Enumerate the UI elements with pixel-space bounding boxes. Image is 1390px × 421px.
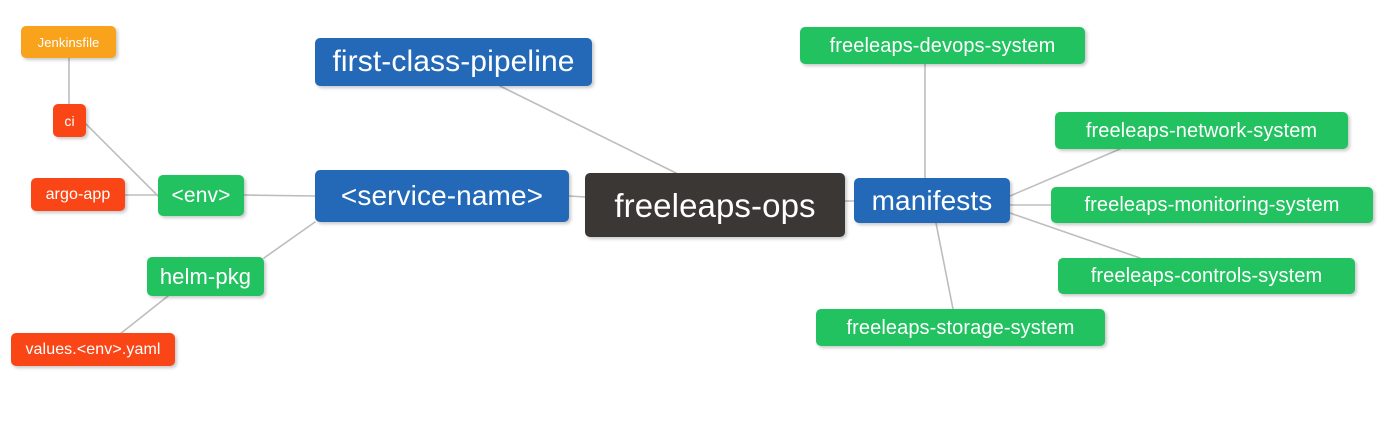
edge-first-class-pipeline-to-freeleaps-ops: [499, 85, 677, 174]
node-manifests[interactable]: manifests: [854, 178, 1010, 223]
node-freeleaps-storage-system[interactable]: freeleaps-storage-system: [816, 309, 1105, 346]
node-freeleaps-monitoring-system[interactable]: freeleaps-monitoring-system: [1051, 187, 1373, 223]
edge-service-name-to-freeleaps-ops: [568, 195, 586, 198]
node-label-helm-pkg: helm-pkg: [159, 263, 252, 289]
edge-helm-pkg-to-values-yaml: [119, 295, 169, 335]
node-label-manifests: manifests: [871, 184, 993, 216]
edge-manifests-to-freeleaps-storage-system: [935, 222, 954, 310]
node-label-freeleaps-monitoring-system: freeleaps-monitoring-system: [1084, 194, 1340, 216]
node-label-freeleaps-network-system: freeleaps-network-system: [1085, 119, 1318, 142]
node-values-yaml[interactable]: values.<env>.yaml: [11, 333, 175, 366]
node-label-freeleaps-devops-system: freeleaps-devops-system: [829, 34, 1056, 57]
node-label-freeleaps-controls-system: freeleaps-controls-system: [1090, 265, 1323, 287]
node-label-values-yaml: values.<env>.yaml: [25, 340, 161, 358]
node-label-freeleaps-storage-system: freeleaps-storage-system: [846, 316, 1075, 339]
node-freeleaps-network-system[interactable]: freeleaps-network-system: [1055, 112, 1348, 149]
node-first-class-pipeline[interactable]: first-class-pipeline: [315, 38, 592, 86]
node-label-first-class-pipeline: first-class-pipeline: [332, 45, 575, 78]
node-label-freeleaps-ops: freeleaps-ops: [614, 186, 816, 224]
edge-service-name-to-helm-pkg: [263, 221, 316, 259]
node-label-service-name: <service-name>: [340, 180, 544, 211]
node-label-ci: ci: [64, 112, 75, 129]
node-label-jenkinsfile: Jenkinsfile: [37, 34, 100, 50]
node-env[interactable]: <env>: [158, 175, 244, 216]
node-jenkinsfile[interactable]: Jenkinsfile: [21, 26, 116, 58]
node-label-env: <env>: [171, 184, 231, 207]
node-freeleaps-controls-system[interactable]: freeleaps-controls-system: [1058, 258, 1355, 294]
node-label-argo-app: argo-app: [45, 185, 111, 203]
edge-env-to-service-name: [243, 194, 316, 197]
node-helm-pkg[interactable]: helm-pkg: [147, 257, 264, 296]
node-ci[interactable]: ci: [53, 104, 86, 137]
node-argo-app[interactable]: argo-app: [31, 178, 125, 211]
node-freeleaps-devops-system[interactable]: freeleaps-devops-system: [800, 27, 1085, 64]
node-service-name[interactable]: <service-name>: [315, 170, 569, 222]
node-freeleaps-ops[interactable]: freeleaps-ops: [585, 173, 845, 237]
